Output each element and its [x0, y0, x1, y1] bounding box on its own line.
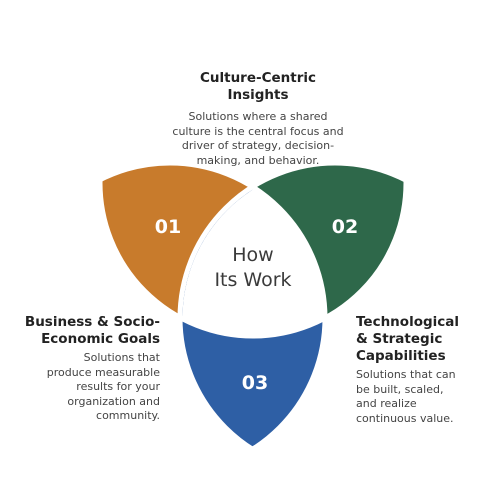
business-goals-desc-line5: community. — [96, 409, 160, 422]
tech-capabilities-title-line1: Technological — [356, 314, 460, 330]
tech-capabilities-desc-line2: be built, scaled, — [356, 382, 444, 396]
culture-centric-desc-line2: culture is the central focus and — [172, 124, 344, 138]
business-goals-desc-line3: results for your — [76, 380, 160, 393]
culture-centric-title-line2: Insights — [227, 87, 289, 103]
culture-centric-desc-line1: Solutions where a shared — [188, 110, 328, 123]
center-label-line2: Its Work — [214, 269, 292, 291]
tech-capabilities-title: Technological & Strategic Capabilities — [356, 314, 496, 365]
culture-centric-description: Solutions where a shared culture is the … — [172, 110, 344, 168]
tech-capabilities-block: Technological & Strategic Capabilities S… — [356, 314, 496, 426]
business-goals-title-line2: Economic Goals — [41, 331, 160, 347]
center-label: How Its Work — [205, 243, 301, 293]
segment-02-number: 02 — [331, 216, 359, 238]
tech-capabilities-desc-line3: and realize — [356, 397, 417, 410]
business-goals-block: Business & Socio- Economic Goals Solutio… — [10, 314, 160, 424]
business-goals-description: Solutions that produce measurable result… — [10, 351, 160, 424]
tech-capabilities-desc-line1: Solutions that can — [356, 368, 456, 381]
center-label-line1: How — [232, 244, 274, 266]
culture-centric-desc-line3: driver of strategy, decision- — [181, 139, 335, 152]
separator-right — [177, 160, 493, 476]
business-goals-title-line1: Business & Socio- — [24, 314, 160, 330]
tech-capabilities-title-line2: & Strategic — [356, 331, 443, 347]
culture-centric-desc-line4: making, and behavior. — [196, 153, 320, 167]
segment-03-number: 03 — [241, 372, 269, 394]
tech-capabilities-desc-line4: continuous value. — [356, 411, 454, 425]
culture-centric-block: Culture-Centric Insights Solutions where… — [172, 70, 344, 168]
business-goals-desc-line1: Solutions that — [83, 351, 160, 364]
culture-centric-title-line1: Culture-Centric — [199, 70, 317, 86]
business-goals-desc-line2: produce measurable — [46, 365, 160, 379]
segment-01-number: 01 — [154, 216, 182, 238]
tech-capabilities-description: Solutions that can be built, scaled, and… — [356, 368, 496, 426]
center-region — [182, 165, 325, 336]
tech-capabilities-title-line3: Capabilities — [356, 348, 446, 364]
business-goals-desc-line4: organization and — [67, 394, 160, 408]
culture-centric-title: Culture-Centric Insights — [172, 70, 344, 104]
business-goals-title: Business & Socio- Economic Goals — [10, 314, 160, 348]
